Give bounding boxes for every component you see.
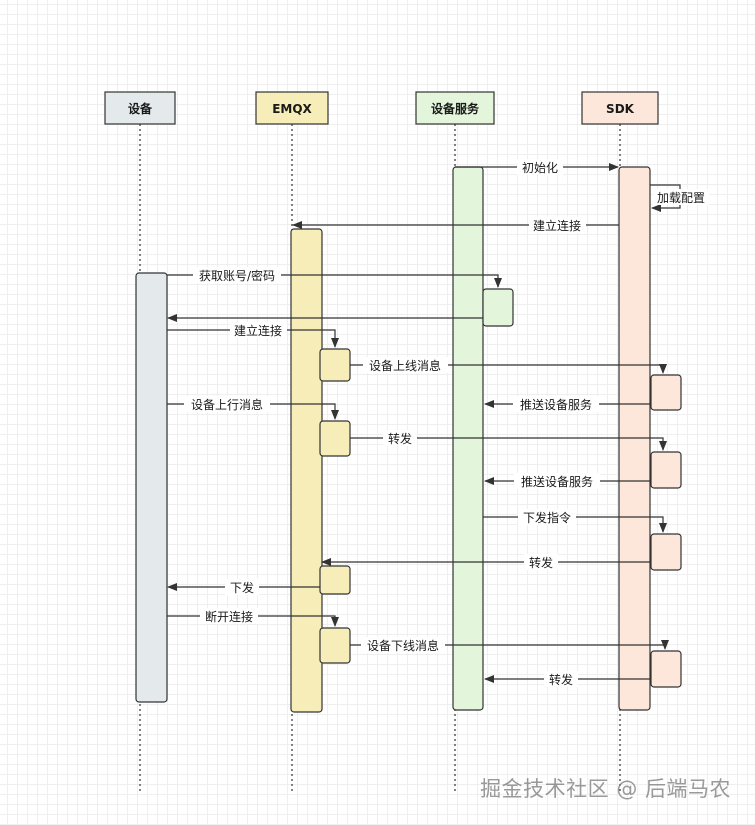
emqx-sub-activation-1 bbox=[319, 348, 351, 382]
actor-emqx-box bbox=[255, 91, 329, 125]
message-online-notify-label: 设备上线消息 bbox=[369, 358, 441, 373]
sdk-sub-activation-1 bbox=[650, 374, 682, 411]
message-uplink: 设备上行消息 bbox=[167, 396, 339, 420]
actor-device: 设备 bbox=[104, 91, 176, 125]
message-forward-3: 转发 bbox=[484, 671, 651, 687]
message-send-command-label: 下发指令 bbox=[523, 510, 571, 525]
actor-emqx-label: EMQX bbox=[272, 102, 312, 116]
message-forward-1: 转发 bbox=[350, 430, 667, 451]
message-forward-3-label: 转发 bbox=[549, 672, 573, 687]
message-uplink-label: 设备上行消息 bbox=[191, 397, 263, 412]
message-load-config-label: 加载配置 bbox=[657, 191, 705, 205]
actor-service-label: 设备服务 bbox=[431, 101, 480, 116]
message-load-config: 加载配置 bbox=[650, 184, 709, 212]
emqx-activation bbox=[290, 228, 323, 713]
message-disconnect-label: 断开连接 bbox=[205, 609, 253, 624]
actor-sdk-label: SDK bbox=[606, 102, 635, 116]
message-downlink: 下发 bbox=[167, 579, 320, 595]
emqx-sub-activation-2 bbox=[319, 420, 351, 457]
actor-service-box bbox=[415, 91, 495, 125]
message-push-service-1-label: 推送设备服务 bbox=[520, 397, 592, 412]
message-forward-1-label: 转发 bbox=[388, 431, 412, 446]
message-downlink-label: 下发 bbox=[230, 580, 254, 595]
message-send-command: 下发指令 bbox=[483, 509, 667, 533]
emqx-sub-activation-4 bbox=[319, 627, 351, 664]
message-push-service-1: 推送设备服务 bbox=[484, 396, 651, 412]
emqx-sub-activation-3 bbox=[319, 565, 351, 595]
message-init-label: 初始化 bbox=[522, 161, 558, 175]
message-forward-2-label: 转发 bbox=[529, 555, 553, 570]
message-forward-2: 转发 bbox=[321, 554, 651, 570]
message-get-credentials: 获取账号/密码 bbox=[167, 267, 502, 288]
sdk-sub-activation-2 bbox=[650, 451, 682, 489]
actor-sdk-box bbox=[581, 91, 659, 125]
message-push-service-2: 推送设备服务 bbox=[484, 473, 651, 489]
actor-sdk: SDK bbox=[581, 91, 659, 125]
sdk-sub-activation-4 bbox=[650, 650, 682, 688]
message-get-credentials-label: 获取账号/密码 bbox=[199, 268, 275, 283]
message-init: 初始化 bbox=[455, 159, 619, 175]
actor-device-box bbox=[104, 91, 176, 125]
actor-emqx: EMQX bbox=[255, 91, 329, 125]
device-activation bbox=[135, 272, 168, 703]
message-offline-notify: 设备下线消息 bbox=[350, 637, 669, 653]
message-sdk-connect-label: 建立连接 bbox=[533, 218, 581, 233]
message-offline-notify-label: 设备下线消息 bbox=[367, 638, 439, 653]
service-sub-activation bbox=[482, 288, 514, 327]
sdk-sub-activation-3 bbox=[650, 533, 682, 571]
message-device-connect-label: 建立连接 bbox=[234, 323, 282, 338]
message-disconnect: 断开连接 bbox=[167, 608, 339, 627]
message-push-service-2-label: 推送设备服务 bbox=[521, 474, 593, 489]
message-online-notify: 设备上线消息 bbox=[350, 357, 667, 374]
actor-service: 设备服务 bbox=[415, 91, 495, 125]
actor-device-label: 设备 bbox=[128, 101, 153, 116]
message-device-connect: 建立连接 bbox=[167, 322, 339, 348]
watermark: 掘金技术社区 @ 后端马农 bbox=[480, 777, 731, 801]
message-sdk-connect: 建立连接 bbox=[292, 217, 619, 233]
